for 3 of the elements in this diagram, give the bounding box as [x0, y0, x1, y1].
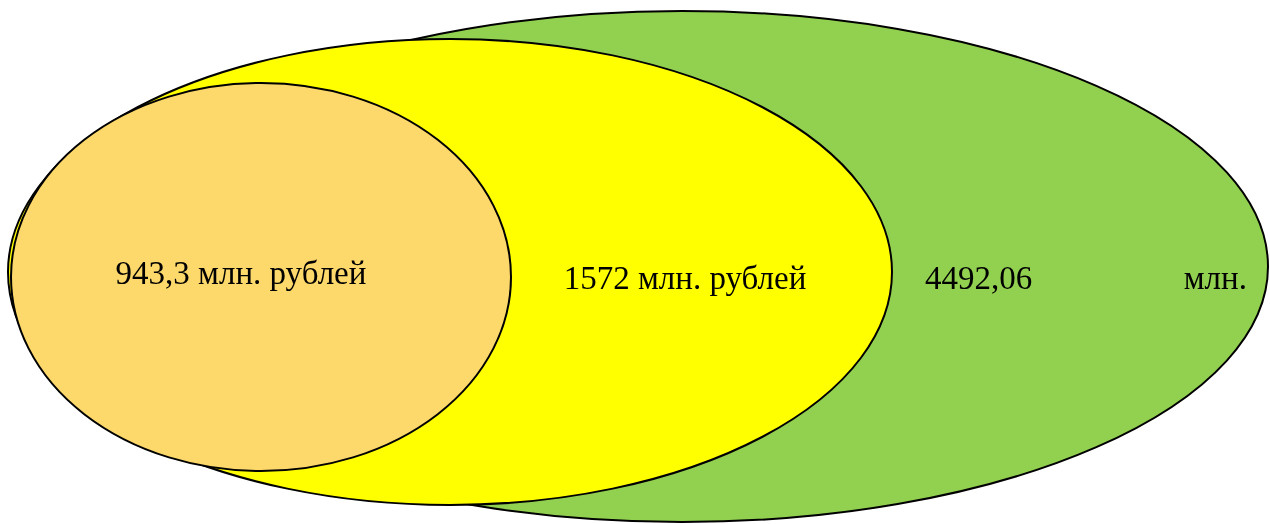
value-label: 943,3 млн. рублей	[114, 254, 368, 293]
value-label: 1572 млн. рублей	[562, 259, 808, 298]
value-label: 4492,06 млн.	[925, 259, 1247, 298]
